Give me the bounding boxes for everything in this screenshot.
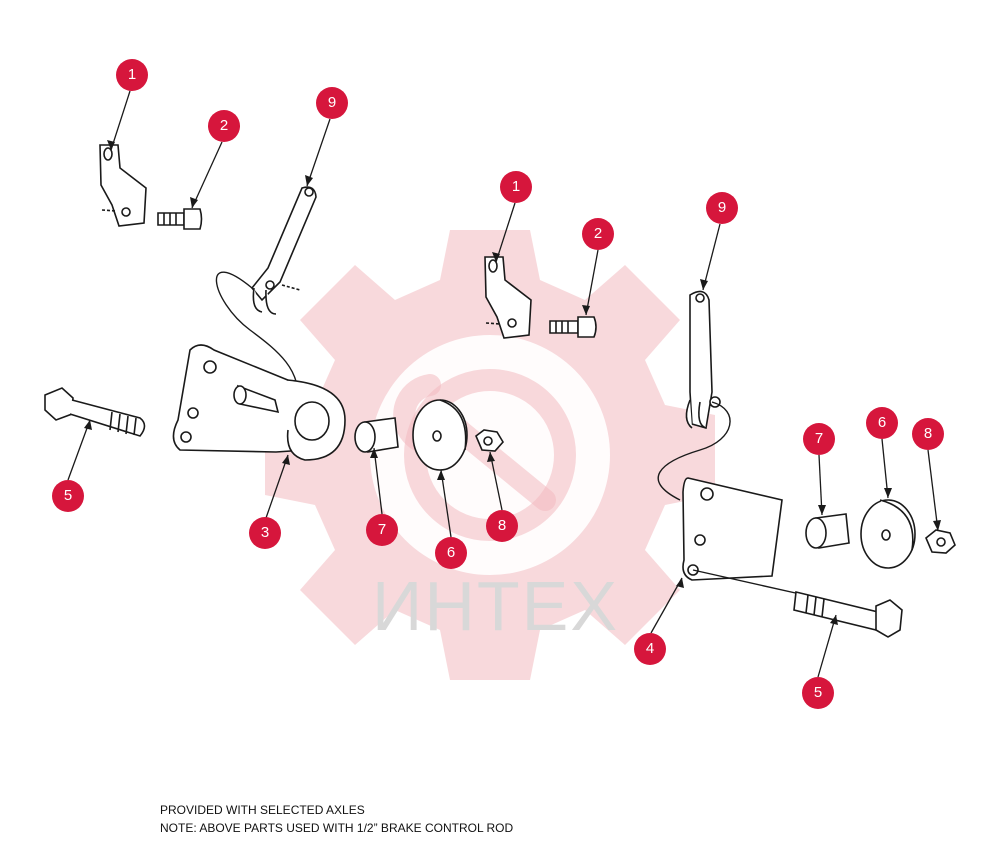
- callout-6-right-washer[interactable]: 6: [866, 407, 898, 439]
- left-clevis-arm: [250, 186, 317, 315]
- callout-9-left-arm[interactable]: 9: [316, 87, 348, 119]
- left-washer: [412, 399, 468, 471]
- callout-9-right-arm[interactable]: 9: [706, 192, 738, 224]
- callout-1-center-clip[interactable]: 1: [500, 171, 532, 203]
- leader-2-left: [191, 141, 223, 209]
- left-nut: [475, 429, 504, 452]
- left-control-rod-line: [215, 271, 299, 401]
- right-control-rod-line: [657, 401, 731, 501]
- left-long-bolt: [44, 387, 146, 437]
- callout-5-right-bolt[interactable]: 5: [802, 677, 834, 709]
- leader-3: [265, 454, 289, 519]
- right-spacer: [805, 513, 850, 549]
- leader-5-right: [817, 614, 837, 678]
- diagram-notes: PROVIDED WITH SELECTED AXLES NOTE: ABOVE…: [160, 801, 513, 837]
- leader-9-right: [702, 223, 721, 291]
- note-selected-axles: PROVIDED WITH SELECTED AXLES: [160, 803, 365, 817]
- right-bracket-plate: [682, 477, 783, 581]
- leader-7-left: [373, 447, 383, 515]
- leader-6-left: [440, 469, 452, 538]
- right-bolt-axis-line: [692, 569, 801, 595]
- leader-9-left: [306, 118, 331, 187]
- left-clip-bracket: [99, 144, 147, 227]
- right-clevis-arm: [685, 290, 721, 430]
- callout-8-left-nut[interactable]: 8: [486, 510, 518, 542]
- leader-arrowheads: [84, 140, 941, 625]
- left-spacer: [354, 417, 399, 453]
- callout-7-right-spacer[interactable]: 7: [803, 423, 835, 455]
- watermark-text: ИНТЕХ: [372, 567, 620, 645]
- callout-4-right-bracket[interactable]: 4: [634, 633, 666, 665]
- center-clip-bracket: [484, 256, 532, 339]
- right-washer: [860, 499, 916, 569]
- leader-4: [650, 577, 683, 634]
- callout-1-left-clip[interactable]: 1: [116, 59, 148, 91]
- callout-5-left-bolt[interactable]: 5: [52, 480, 84, 512]
- callout-3-bracket[interactable]: 3: [249, 517, 281, 549]
- leader-1-left: [110, 90, 131, 151]
- callout-6-left-washer[interactable]: 6: [435, 537, 467, 569]
- leader-5-left: [67, 419, 91, 481]
- right-nut: [925, 529, 956, 554]
- callout-2-left-screw[interactable]: 2: [208, 110, 240, 142]
- callout-2-center-screw[interactable]: 2: [582, 218, 614, 250]
- leader-8-left: [489, 451, 503, 511]
- leader-8-right: [927, 449, 939, 532]
- callout-8-right-nut[interactable]: 8: [912, 418, 944, 450]
- right-long-bolt: [793, 591, 903, 638]
- callout-7-left-spacer[interactable]: 7: [366, 514, 398, 546]
- center-cap-screw: [549, 316, 597, 338]
- leader-lines: [67, 90, 939, 678]
- leader-1-center: [495, 202, 516, 263]
- left-cap-screw: [157, 208, 203, 230]
- note-brake-control-rod: NOTE: ABOVE PARTS USED WITH 1/2” BRAKE C…: [160, 821, 514, 835]
- left-bracket-plate: [172, 344, 346, 461]
- leader-2-center: [585, 249, 599, 316]
